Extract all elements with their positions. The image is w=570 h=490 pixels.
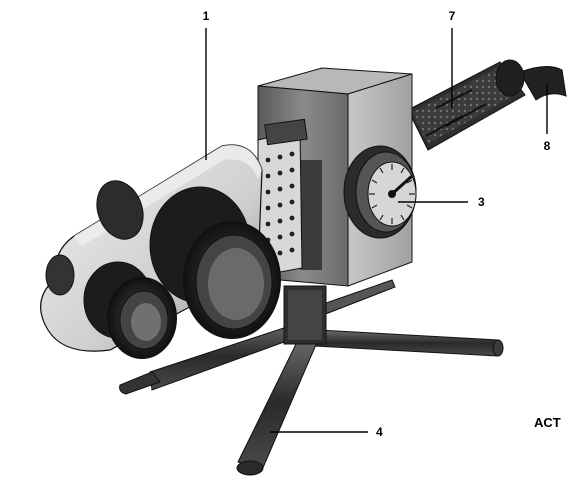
callout-7: 7 (449, 9, 456, 23)
large-socket (149, 186, 281, 339)
callout-1: 1 (203, 9, 210, 23)
thermostat-knob (343, 145, 417, 239)
stand (119, 279, 504, 476)
leader-lines (205, 28, 548, 433)
cut-off-text: ACT (534, 415, 561, 430)
callout-8: 8 (544, 139, 551, 153)
handle (407, 59, 567, 151)
callout-3: 3 (478, 195, 485, 209)
callout-4: 4 (376, 425, 383, 439)
small-socket (83, 261, 177, 359)
vent-panel (257, 118, 308, 277)
